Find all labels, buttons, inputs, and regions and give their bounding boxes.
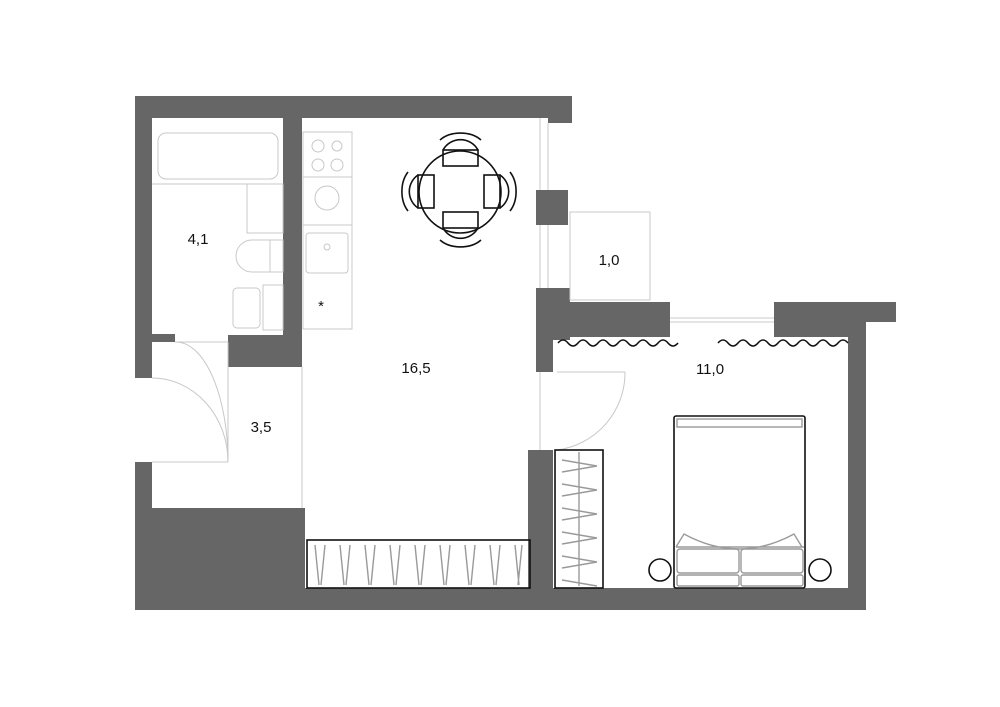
kitchen	[302, 131, 353, 330]
nightstand-icon	[808, 558, 832, 582]
room-area-bathroom: 4,1	[188, 231, 209, 248]
curtain-icon	[717, 339, 849, 347]
bathtub-icon	[157, 132, 279, 180]
room-area-bedroom: 11,0	[696, 361, 724, 378]
bathroom-fixtures	[152, 132, 284, 331]
sink-icon	[232, 287, 261, 329]
room-area-hallway: 3,5	[251, 419, 272, 436]
bed-icon	[673, 415, 806, 589]
nightstand-icon	[648, 558, 672, 582]
curtain-icon	[557, 339, 679, 347]
dining-table	[401, 132, 517, 248]
room-area-living-kitchen: 16,5	[401, 360, 430, 377]
radiator	[306, 539, 531, 589]
wardrobe	[554, 449, 604, 589]
kitchen-sink-icon	[305, 232, 349, 274]
bedroom-furniture	[554, 339, 849, 589]
walls	[135, 96, 896, 610]
note-mark: *	[318, 298, 324, 315]
room-area-balcony: 1,0	[599, 252, 620, 269]
windows-and-doors	[151, 118, 774, 508]
toilet-icon	[235, 239, 284, 273]
washer-icon	[314, 185, 340, 211]
